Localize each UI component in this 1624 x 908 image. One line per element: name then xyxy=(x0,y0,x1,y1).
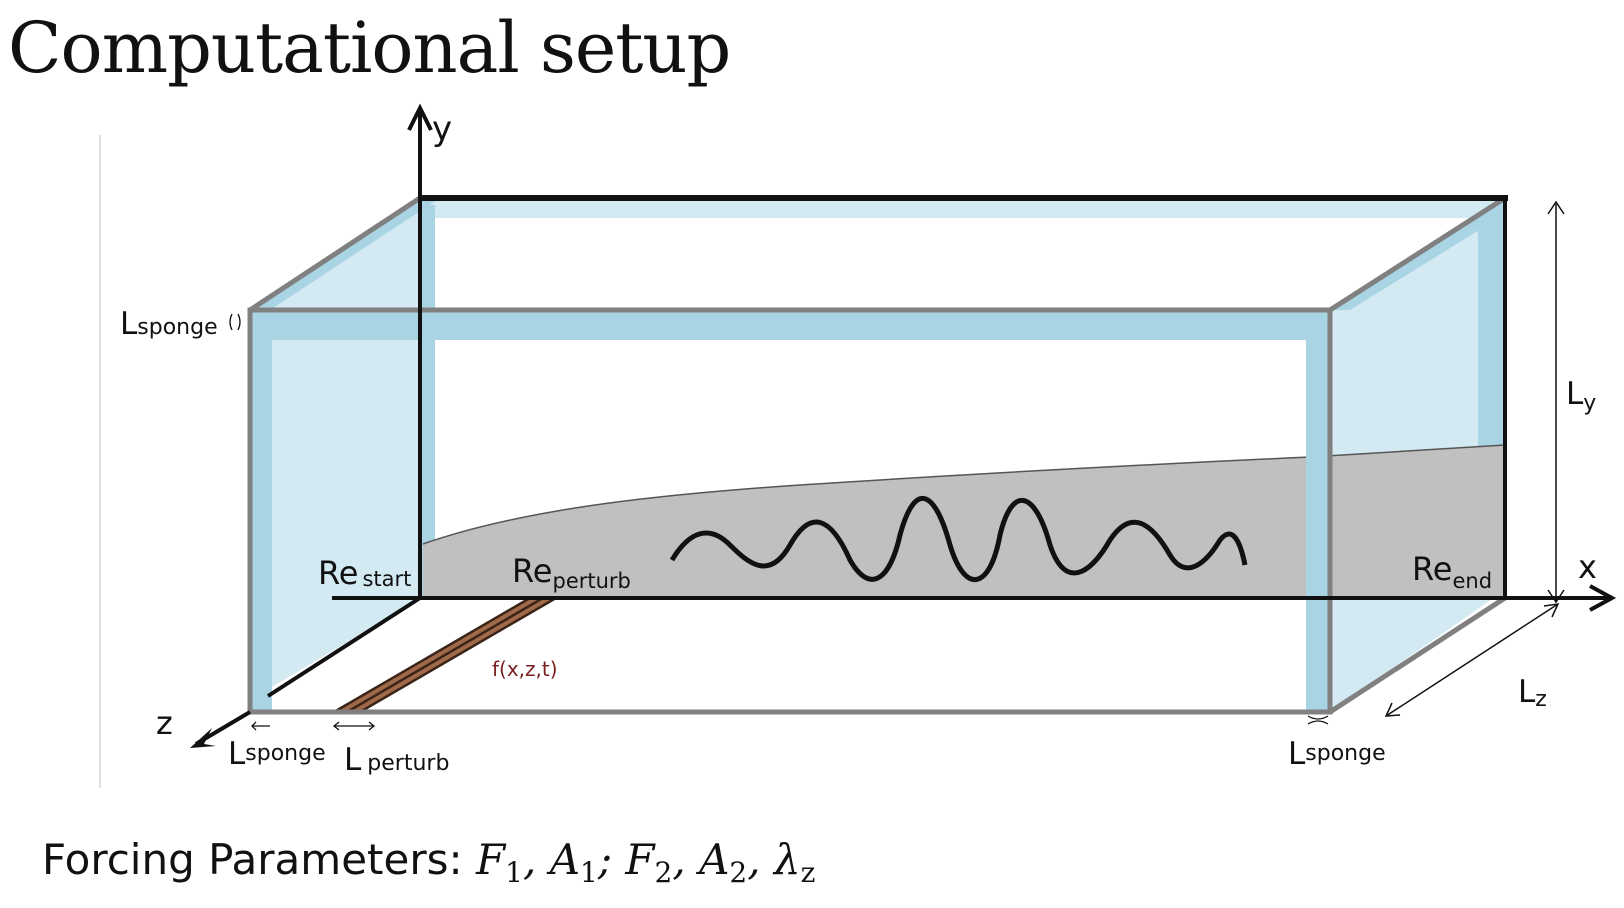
forcing-term-a2: A2, xyxy=(699,835,774,889)
l-sponge-left-main: L xyxy=(228,736,246,772)
left-face-sponge xyxy=(250,198,435,700)
forcing-term-a1: A1; xyxy=(549,835,626,889)
re-end-sub: end xyxy=(1452,569,1492,593)
l-sponge-top-sub: sponge xyxy=(137,315,217,340)
l-perturb-sub: perturb xyxy=(367,751,449,776)
l-sponge-left-label: Lsponge xyxy=(228,736,326,772)
z-axis-inner-line xyxy=(266,596,422,698)
re-perturb-label: Reperturb xyxy=(512,552,631,593)
boundary-layer-region xyxy=(423,445,1505,597)
right-back-sponge xyxy=(1478,200,1505,448)
l-y-label: Ly xyxy=(1566,376,1596,416)
re-perturb-main: Re xyxy=(512,552,552,590)
y-axis-arrowhead xyxy=(407,103,433,131)
re-end-label: Reend xyxy=(1412,550,1492,593)
forcing-term-f2: F2, xyxy=(625,835,700,889)
l-y-sub: y xyxy=(1583,391,1596,416)
forcing-term-f1: F1, xyxy=(476,835,550,889)
left-inner-sponge-band xyxy=(420,205,435,600)
re-end-main: Re xyxy=(1412,550,1452,588)
l-sponge-right-main: L xyxy=(1288,736,1306,772)
domain-frame xyxy=(247,195,1507,715)
front-right-sponge-bar xyxy=(1306,310,1330,712)
x-axis-label: x xyxy=(1578,548,1597,586)
ly-dimension-arrow xyxy=(1547,200,1565,604)
l-sponge-right-sub: sponge xyxy=(1305,741,1385,766)
l-sponge-top-label: Lsponge xyxy=(120,306,218,342)
front-top-sponge-bar xyxy=(250,310,1330,340)
re-start-sub: start xyxy=(362,567,411,591)
y-axis-label: y xyxy=(432,109,452,149)
forcing-prefix: Forcing Parameters: xyxy=(42,835,476,884)
l-y-main: L xyxy=(1566,376,1584,412)
wave-disturbance xyxy=(669,496,1248,582)
l-z-label: Lz xyxy=(1518,674,1547,712)
re-perturb-sub: perturb xyxy=(552,569,630,593)
forcing-term-lambda-z: λz xyxy=(773,835,816,889)
re-start-main: Re xyxy=(318,554,358,592)
l-z-main: L xyxy=(1518,674,1536,710)
l-sponge-right-label: Lsponge xyxy=(1288,736,1386,772)
forcing-parameters: Forcing Parameters: F1, A1; F2, A2, λz xyxy=(42,832,815,901)
x-axis-arrowhead xyxy=(1589,584,1617,612)
lz-dimension-arrow xyxy=(1384,603,1560,717)
z-axis-label: z xyxy=(156,704,173,742)
z-axis-arrowhead xyxy=(190,728,216,748)
page-title: Computational setup xyxy=(8,7,731,89)
forcing-function-label: f(x,z,t) xyxy=(492,657,558,681)
front-left-sponge-bar xyxy=(250,310,272,712)
left-slope-sponge xyxy=(250,198,440,310)
sponge-dimension-marks xyxy=(229,313,1329,731)
l-z-sub: z xyxy=(1535,687,1547,712)
top-face-sponge xyxy=(420,198,1505,218)
boundary-layer-edge xyxy=(422,444,1506,545)
l-sponge-left-sub: sponge xyxy=(245,741,325,766)
l-perturb-main: L xyxy=(344,742,362,778)
l-sponge-top-main: L xyxy=(120,306,138,342)
perturbation-strip xyxy=(333,596,557,714)
